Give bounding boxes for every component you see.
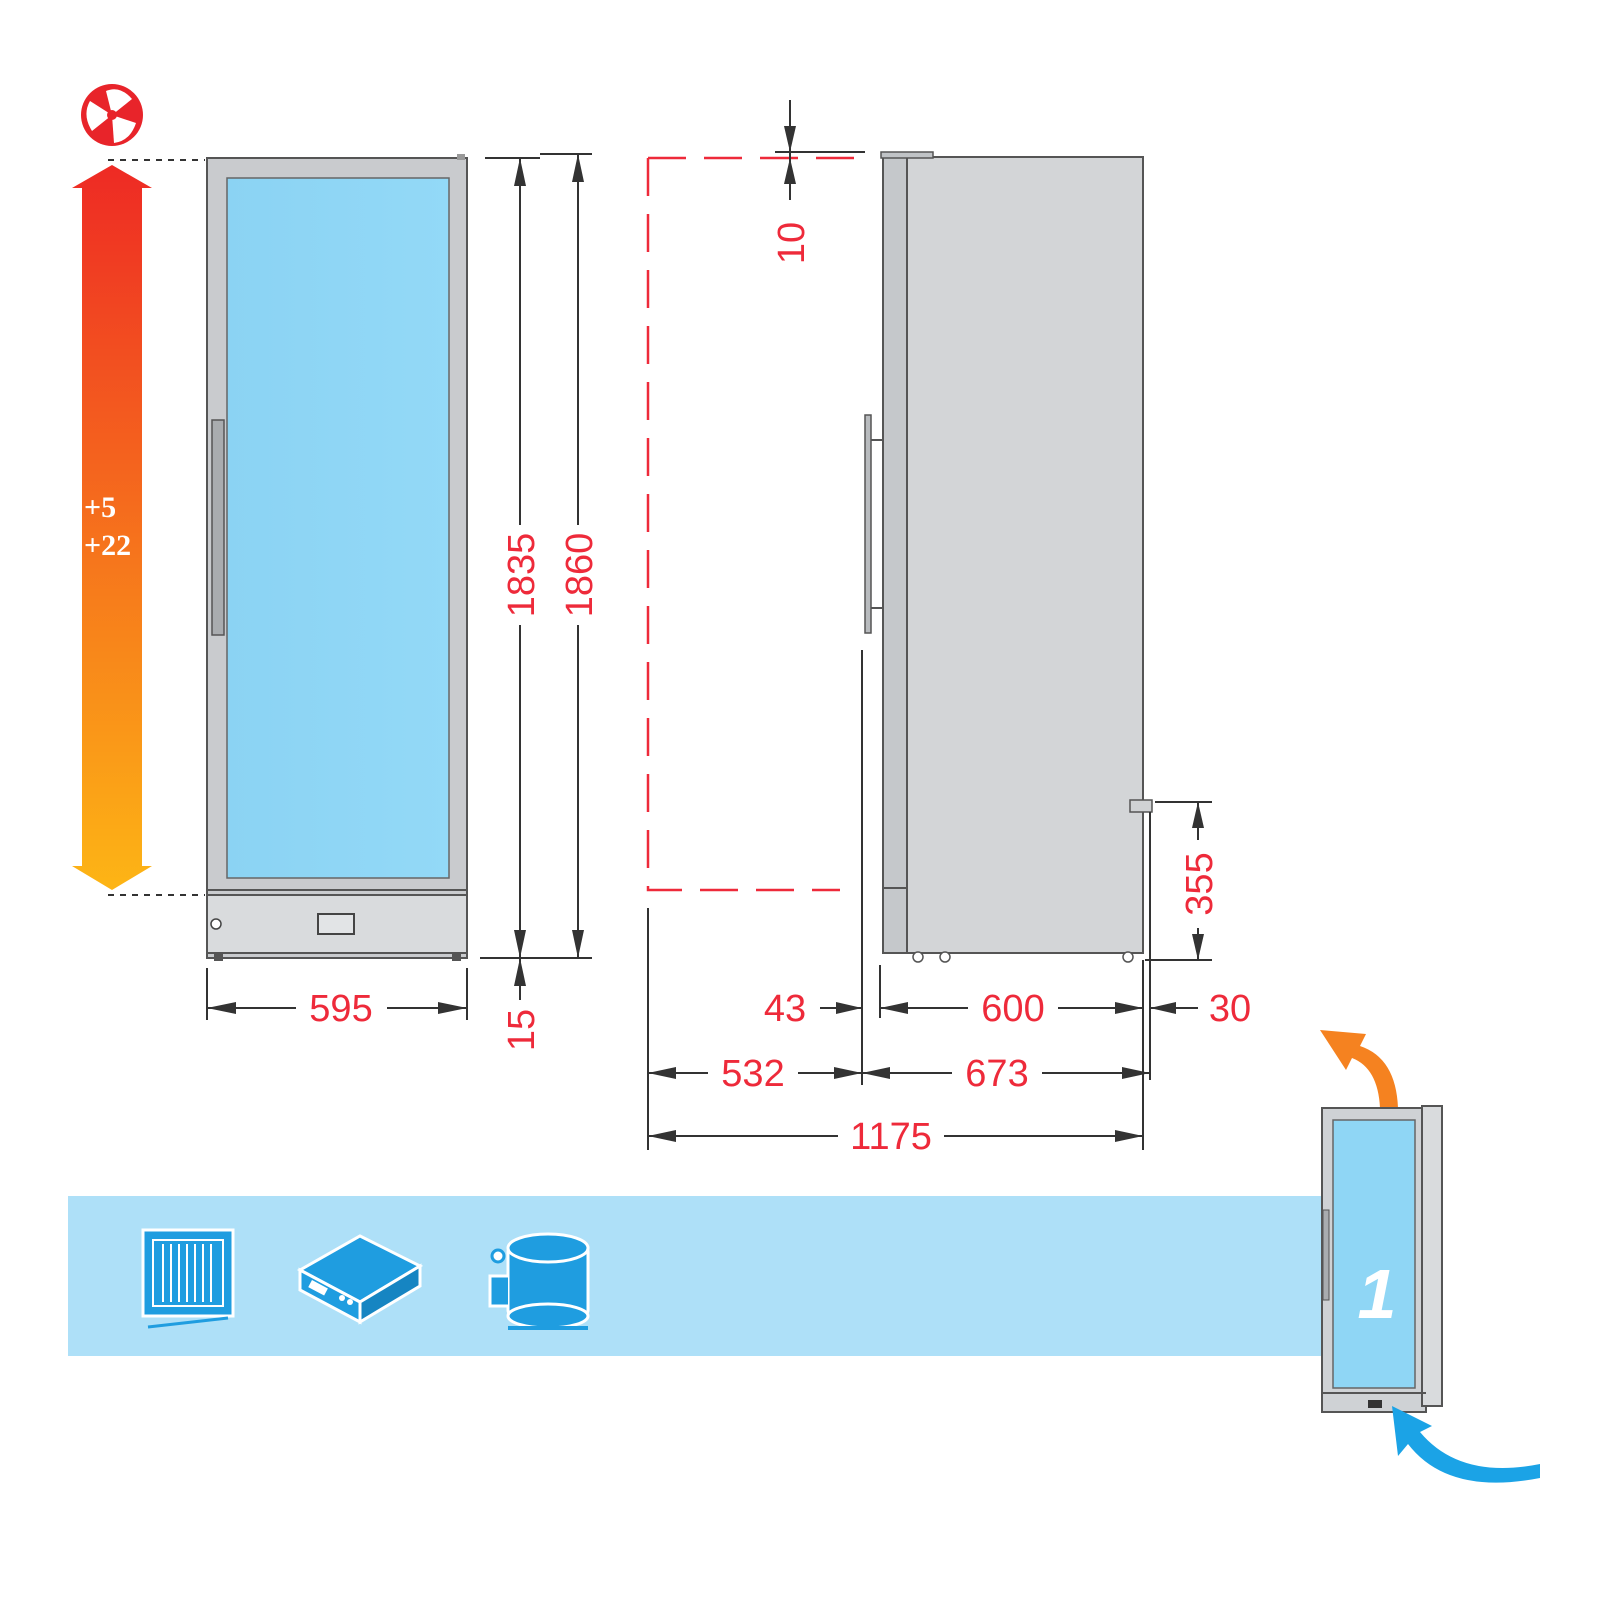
door-swing-label: 532 [721,1053,784,1095]
front-view-dimensions: 595 1835 1860 15 [206,153,601,1051]
compressor-icon [488,1232,590,1330]
side-door-handle [864,414,872,634]
cabinet-depth-label: 600 [981,988,1044,1030]
side-view-refrigerator [864,151,1153,1080]
door-swing-outline [646,156,862,892]
airflow-in-arrow-icon [1392,1406,1540,1483]
temperature-range-arrow: +5 +22 [72,159,205,896]
airflow-out-arrow-icon [1320,1030,1398,1108]
control-panel [317,913,355,935]
temperature-max: +22 [84,529,131,562]
door-thickness-label: 43 [764,988,806,1030]
front-height-total-label: 1860 [559,533,601,618]
front-view-refrigerator [206,154,468,961]
rear-height-label: 355 [1179,852,1221,915]
badge-count: 1 [1358,1255,1397,1333]
feature-band [68,1196,1330,1356]
evaporator-coil-icon [141,1228,235,1329]
door-handle [211,419,225,636]
total-depth-label: 673 [965,1053,1028,1095]
fan-icon [81,84,143,146]
front-feet-label: 15 [501,1009,543,1051]
side-view-dimensions: 10 43 600 30 355 532 [647,100,1251,1158]
mini-refrigerator-icon: 1 [1321,1105,1443,1413]
electronic-controller-icon [296,1234,424,1325]
temperature-min: +5 [84,491,116,524]
front-height-body-label: 1835 [501,533,543,618]
overall-depth-label: 1175 [850,1116,932,1158]
top-clearance-label: 10 [771,222,813,264]
rear-offset-label: 30 [1209,988,1251,1030]
front-width-label: 595 [309,988,372,1030]
